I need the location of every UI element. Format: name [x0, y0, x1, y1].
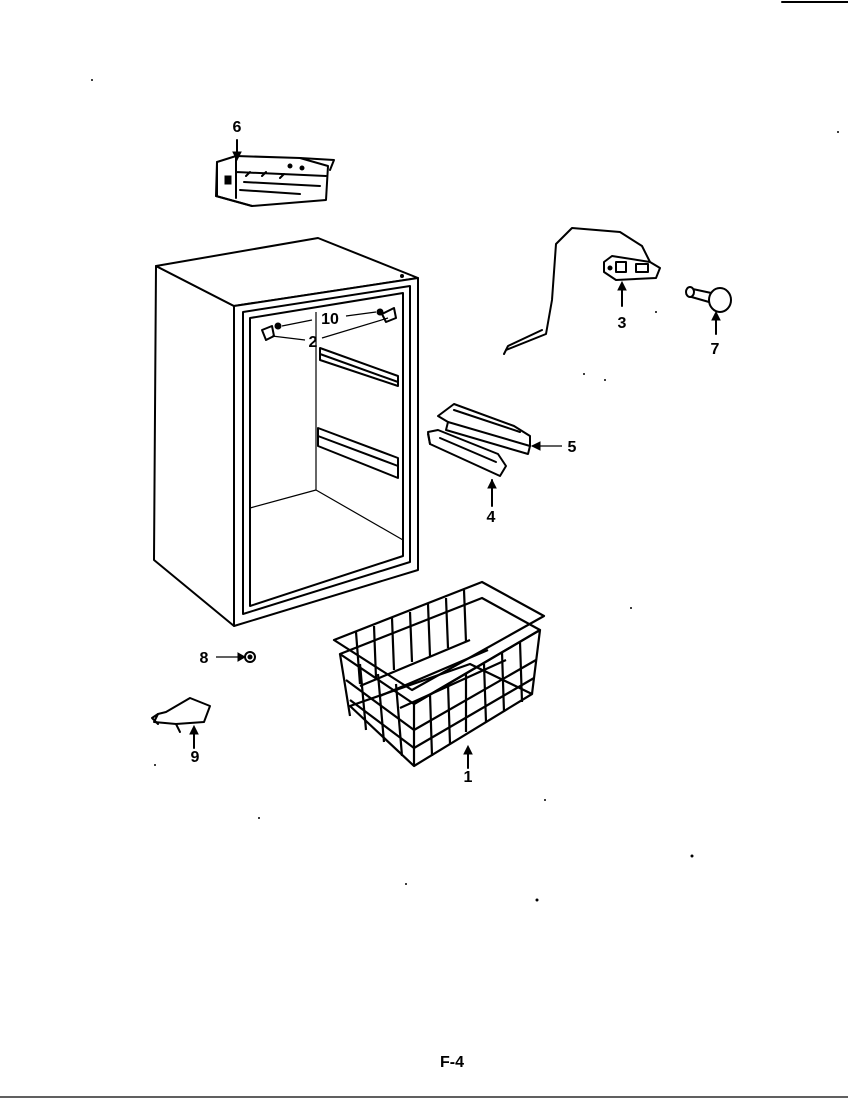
callout-label-leg-screw: 8 [200, 650, 209, 667]
callout-label-shelf-rail-right: 5 [568, 439, 577, 456]
leveling-foot-part [151, 697, 211, 749]
scan-specks [91, 79, 839, 902]
callout-label-basket: 1 [464, 769, 473, 786]
callout-label-control-knob: 7 [711, 341, 720, 358]
wire-basket-part [332, 580, 546, 769]
callout-label-thermostat: 3 [618, 315, 627, 332]
callout-label-clip-screw: 10 [321, 311, 339, 328]
callout-label-shelf-clip: 2 [309, 334, 318, 351]
callout-label-leveling-foot: 9 [191, 749, 200, 766]
callout-labels: 1 2 3 4 5 6 7 8 9 10 [191, 119, 720, 786]
page-code: F-4 [440, 1054, 464, 1071]
refrigerator-cabinet [153, 237, 419, 627]
clip-callout-leaders [271, 311, 389, 341]
leg-screw-part [216, 651, 256, 663]
shelf-rail-right-part [437, 403, 562, 455]
thermostat-part [503, 227, 661, 355]
evaporator-bracket-part [215, 155, 335, 207]
callout-label-shelf-rail-left: 4 [487, 509, 496, 526]
control-knob-part [685, 286, 732, 335]
bracket-leader [232, 139, 242, 162]
shelf-rail-left-part [427, 429, 507, 507]
callout-label-evaporator-bracket: 6 [233, 119, 242, 136]
